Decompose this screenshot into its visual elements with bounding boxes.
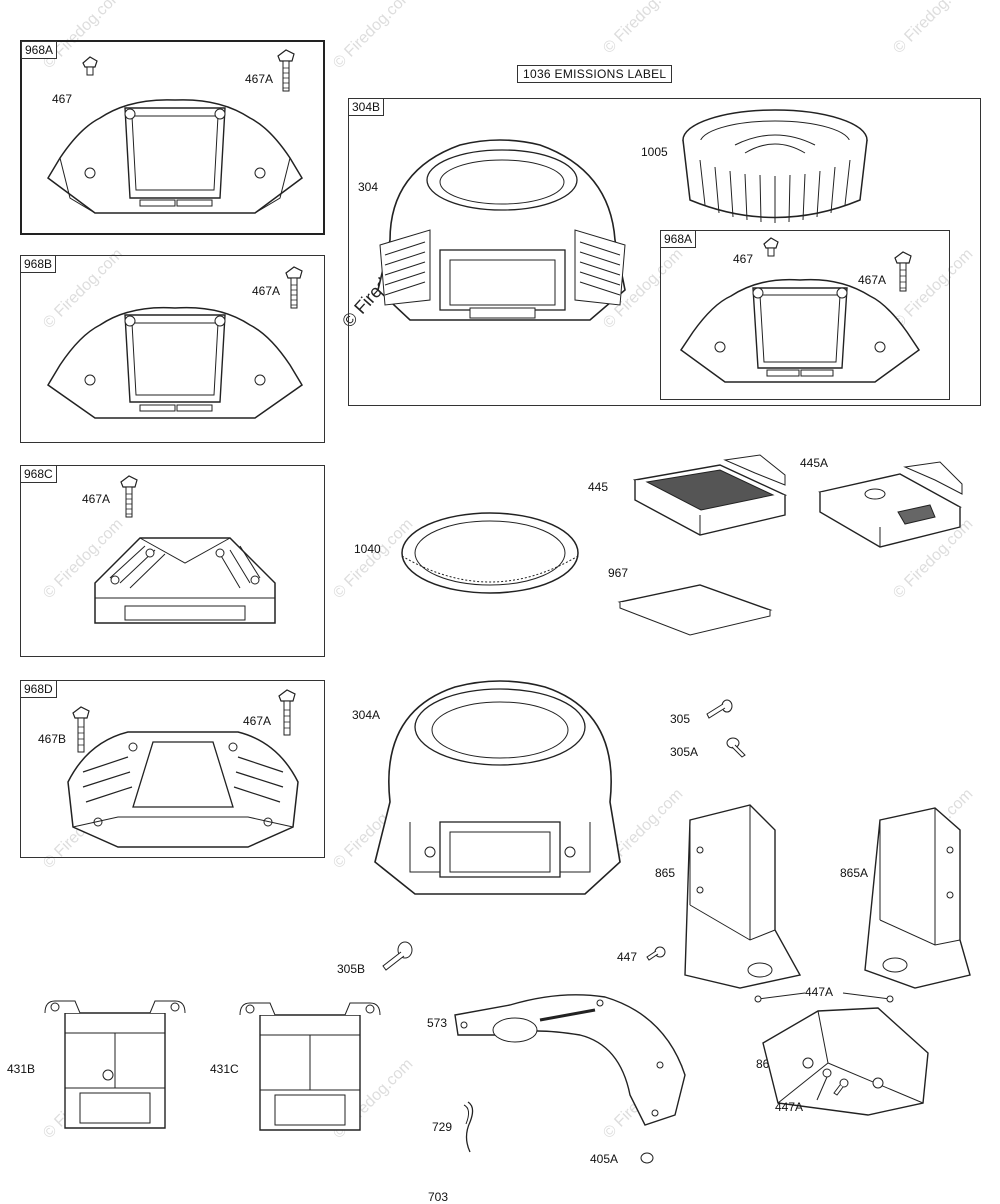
panel-tag: 968D	[20, 680, 57, 698]
callout-1005: 1005	[641, 145, 668, 159]
knob-screw-part	[278, 689, 296, 736]
finned-cover-part	[67, 731, 299, 848]
emissions-label: 1036 EMISSIONS LABEL	[517, 65, 673, 83]
air-cleaner-cover-part	[46, 306, 304, 419]
callout-445: 445	[588, 480, 609, 494]
callout-467: 467	[733, 252, 754, 266]
panel-304b: 304B	[348, 98, 981, 406]
panel-968d: 968D	[20, 680, 325, 858]
callout-447: 447	[617, 950, 638, 964]
callout-467a: 467A	[252, 284, 281, 298]
callout-467a: 467A	[243, 714, 272, 728]
callout-865: 865	[655, 866, 676, 880]
panel-tag: 968B	[20, 255, 57, 273]
knob-screw-part	[72, 706, 90, 753]
panel-968b: 968B	[20, 255, 325, 443]
baffle-part	[864, 807, 971, 989]
panel-tag: 968A	[21, 41, 58, 59]
panel-968c: 968C	[20, 465, 325, 657]
blower-housing-part	[374, 680, 621, 895]
fan-part	[682, 109, 868, 223]
watermark: © Firedog.com	[600, 0, 687, 58]
panel-tag: 968A	[660, 230, 697, 248]
callout-431b: 431B	[7, 1062, 36, 1076]
air-cleaner-cover-part	[679, 278, 921, 383]
callout-865a: 865A	[840, 866, 869, 880]
panel-tag: 968C	[20, 465, 57, 483]
callout-703: 703	[428, 1190, 449, 1204]
callout-467b: 467B	[38, 732, 67, 746]
screw-part	[726, 737, 746, 758]
callout-729: 729	[432, 1120, 453, 1134]
callout-573: 573	[427, 1016, 448, 1030]
panel-968a: 968A	[20, 40, 325, 235]
callout-967: 967	[608, 566, 629, 580]
knob-screw-part	[763, 237, 779, 257]
knob-screw-part	[277, 49, 295, 92]
pre-cleaner-part	[617, 584, 773, 636]
callout-305a: 305A	[670, 745, 699, 759]
callout-467: 467	[52, 92, 73, 106]
finned-cover-part	[94, 537, 276, 624]
knob-screw-part	[894, 251, 912, 292]
knob-screw-part	[82, 56, 98, 76]
callout-305: 305	[670, 712, 691, 726]
callout-445a: 445A	[800, 456, 829, 470]
air-guide-plate-part	[454, 994, 686, 1126]
callout-467a: 467A	[245, 72, 274, 86]
baffle-part	[684, 804, 802, 989]
callout-304: 304	[358, 180, 379, 194]
screw-part	[646, 946, 666, 961]
screen-ring-part	[401, 512, 579, 594]
clip-part	[463, 1101, 474, 1153]
callout-467a: 467A	[82, 492, 111, 506]
callout-447a: 447A	[805, 985, 834, 999]
callout-431c: 431C	[210, 1062, 239, 1076]
callout-447a: 447A	[775, 1100, 804, 1114]
air-cleaner-cover-part	[47, 99, 303, 214]
blower-housing-part	[377, 139, 626, 321]
baffle-part	[762, 1007, 929, 1116]
callout-304a: 304A	[352, 708, 381, 722]
callout-467a: 467A	[858, 273, 887, 287]
screw-part	[382, 941, 413, 971]
knob-screw-part	[285, 266, 303, 309]
callout-305b: 305B	[337, 962, 366, 976]
callout-405a: 405A	[590, 1152, 619, 1166]
leader-lines	[754, 992, 894, 1003]
watermark: © Firedog.com	[330, 0, 417, 73]
air-filter-part	[632, 454, 788, 536]
callout-1040: 1040	[354, 542, 381, 556]
air-cleaner-base-part	[239, 1002, 381, 1131]
panel-tag: 304B	[348, 98, 385, 116]
screw-part	[816, 1068, 849, 1101]
panel-968a-inner: 968A	[660, 230, 950, 400]
air-filter-part	[818, 461, 963, 548]
screw-part	[640, 1152, 654, 1164]
watermark: © Firedog.com	[890, 0, 977, 58]
knob-screw-part	[120, 475, 138, 518]
air-cleaner-base-part	[44, 1000, 186, 1129]
screw-part	[706, 699, 733, 719]
